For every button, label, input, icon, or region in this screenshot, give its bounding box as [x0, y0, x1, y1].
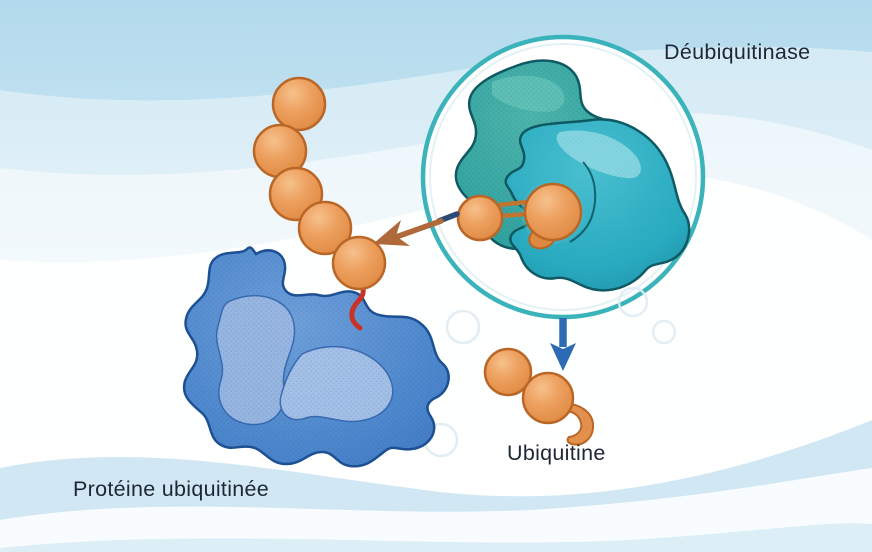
chain-ubiquitin-5 [331, 235, 387, 291]
chain-ubiquitin-4 [297, 200, 353, 256]
release-arrow [550, 318, 576, 371]
bond-line-top [498, 199, 528, 208]
bound-ubiquitin-2 [523, 182, 583, 242]
transfer-arrow-shaft [393, 218, 444, 240]
release-arrow-head [550, 343, 576, 371]
label-ubiquitinated-protein: Protéine ubiquitinée [73, 477, 270, 501]
bond-line-bottom [498, 211, 529, 219]
bubble-ring [651, 319, 677, 345]
wave-bottom-blue-2 [0, 523, 872, 552]
target-protein [182, 246, 450, 468]
free-ubiquitin-1 [483, 347, 533, 397]
free-ubiquitin-dimer [483, 347, 595, 446]
free-ubiquitin-2 [521, 371, 575, 425]
magnifier-inner-ring [429, 43, 697, 311]
isopeptide-linker [349, 281, 366, 331]
enzyme-pocket-outline [569, 161, 597, 243]
bubble-ring [617, 286, 649, 318]
label-ubiquitin: Ubiquitine [507, 441, 606, 465]
ubiquitin-chain [252, 76, 387, 291]
label-deubiquitinase: Déubiquitinase [664, 40, 811, 64]
bubble-ring [445, 309, 481, 345]
bound-ubiquitin-1 [456, 194, 504, 242]
transfer-arrow [373, 211, 460, 246]
wave-bottom-white [0, 468, 872, 552]
bound-ubiquitin-pair [456, 182, 583, 250]
transfer-arrow-head [373, 220, 410, 246]
chain-ubiquitin-1 [271, 76, 327, 132]
